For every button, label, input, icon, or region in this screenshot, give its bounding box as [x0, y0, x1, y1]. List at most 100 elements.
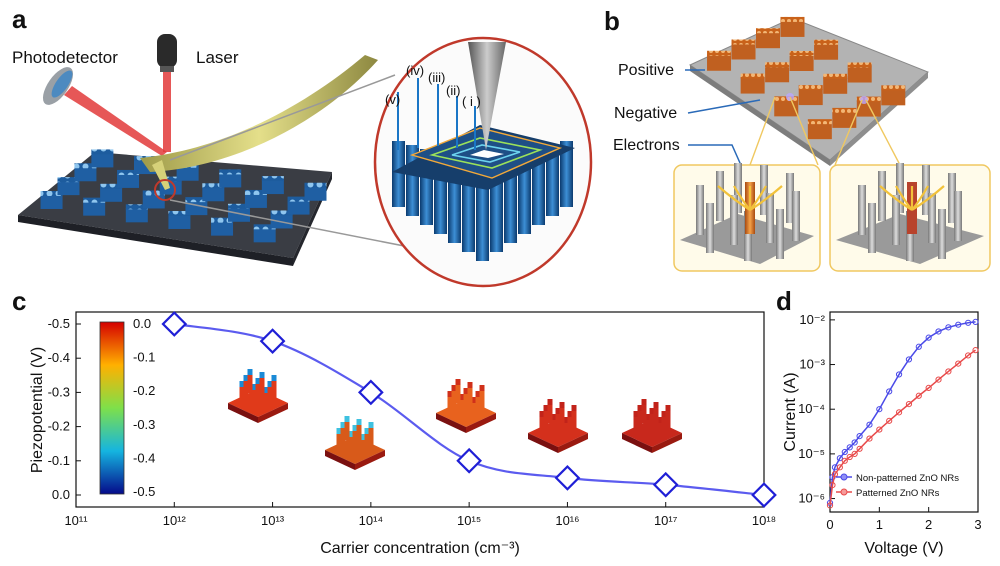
nanorod-block-b: [856, 96, 881, 117]
legend-nonpatterned: Non-patterned ZnO NRs: [856, 473, 959, 484]
simulation-nanorod-array: [325, 416, 385, 470]
plot-c-xtick: 10¹⁵: [457, 513, 481, 528]
plot-c-frame: [75, 311, 765, 508]
gray-nanorod: [892, 195, 900, 245]
zoom-line-top: [169, 74, 396, 161]
ring-label-v: (v): [385, 92, 400, 107]
plot-c-xlabel: Carrier concentration (cm⁻³): [320, 540, 520, 557]
gray-nanorod: [948, 173, 956, 223]
ring-label-ii: (ii): [446, 83, 460, 98]
plot-c-xtick: 10¹⁷: [654, 513, 678, 528]
plot-d-series-line: [829, 321, 976, 503]
positive-label: Positive: [618, 62, 674, 79]
plot-d-point: [915, 392, 922, 399]
plot-c-xtick: 10¹⁶: [555, 513, 579, 528]
colorbar: 0.0-0.1-0.2-0.3-0.4-0.5: [99, 316, 155, 499]
nanorod-block-b: [707, 50, 732, 71]
gray-nanorod: [878, 171, 886, 221]
gray-nanorod: [734, 163, 742, 213]
plot-c-xtick: 10¹¹: [64, 513, 88, 528]
plot-d-point: [905, 356, 913, 363]
electron-arrow: [733, 185, 751, 211]
plot-d-point: [831, 471, 839, 478]
plot-c-point: [357, 379, 384, 406]
plot-d-point: [972, 347, 979, 354]
plot-c-ytick: -0.5: [48, 316, 70, 331]
panel-b: b Positive Negative Electrons: [604, 6, 991, 272]
plot-c-xtick: 10¹²: [163, 513, 187, 528]
electron-arrow: [749, 185, 783, 211]
simulation-nanorod-array: [622, 399, 682, 453]
plot-d-point: [841, 457, 848, 464]
laser-label: Laser: [196, 48, 239, 67]
plot-d-xtick: 3: [974, 517, 981, 532]
zoom-nanorod: [546, 145, 559, 216]
plot-c-point: [652, 471, 679, 498]
nanorod-block-b: [780, 16, 805, 37]
plot-d-point: [925, 384, 932, 391]
nanorod-block-a: [219, 169, 242, 188]
colorbar-tick: -0.3: [133, 417, 155, 432]
plot-c-xtick: 10¹³: [261, 513, 285, 528]
nanorod-block-a: [83, 197, 106, 216]
plot-d-point: [886, 417, 893, 424]
panel-a: a Photodetector Laser: [12, 4, 593, 288]
colorbar-tick: 0.0: [133, 316, 151, 331]
plot-c-ytick: -0.3: [48, 384, 70, 399]
nanorod-block-a: [74, 163, 97, 182]
plot-d-point: [895, 371, 903, 378]
nanorod-block-b: [740, 73, 765, 94]
plot-d-ytick: 10⁻²: [799, 312, 825, 327]
plot-d-point: [866, 435, 873, 442]
electron-arrow: [911, 185, 945, 211]
plot-c-point: [751, 482, 777, 508]
cantilever: [140, 55, 378, 201]
zoom-nanorod: [392, 141, 405, 207]
substrate-a: [18, 149, 332, 266]
plot-d-point: [846, 453, 853, 461]
nanorod-block-b: [814, 39, 839, 60]
nanorod-block-a: [91, 149, 114, 168]
plot-d-point: [895, 409, 903, 416]
gray-nanorod: [706, 203, 714, 253]
nanorod-block-b: [756, 28, 780, 49]
plot-d-point: [851, 439, 858, 446]
plot-d-point: [935, 376, 942, 383]
nanorod-block-a: [57, 177, 80, 196]
simulation-nanorod-array: [436, 379, 496, 433]
nanorod-block-a: [117, 169, 140, 188]
nanorod-block-b: [832, 107, 857, 128]
plot-d-point: [972, 318, 979, 326]
ring-label-iii: (iii): [428, 70, 445, 85]
plot-c-point: [161, 311, 188, 337]
plot-d-xtick: 0: [826, 517, 833, 532]
plot-d-ylabel: Current (A): [782, 372, 799, 451]
plot-c-ytick: -0.1: [48, 453, 70, 468]
ring-label-iv: (iv): [406, 63, 424, 78]
colorbar-tick: -0.2: [133, 383, 155, 398]
legend-patterned: Patterned ZnO NRs: [856, 488, 940, 499]
nanorod-block-a: [304, 182, 327, 201]
zoom-nanorod: [560, 141, 573, 207]
gray-nanorod: [766, 193, 774, 243]
plot-d-ytick: 10⁻³: [799, 357, 825, 372]
nanorod-block-b: [881, 85, 906, 106]
plot-d-point: [945, 368, 952, 375]
panel-label-d: d: [776, 286, 792, 316]
nanorod-block-b: [765, 62, 790, 83]
laser-icon: [157, 34, 177, 72]
plot-d-ytick: 10⁻⁶: [798, 491, 825, 506]
gray-nanorod: [928, 193, 936, 243]
nanorod-block-b: [789, 51, 814, 71]
plot-d-point: [836, 455, 843, 462]
nanorod-block-b: [823, 73, 848, 94]
plot-d-series-line: [829, 349, 976, 506]
nanorod-block-a: [227, 203, 250, 222]
plot-d-point: [836, 464, 843, 471]
plot-d-point: [826, 502, 834, 509]
plot-d-xtick: 2: [925, 517, 932, 532]
gray-nanorod: [744, 211, 752, 261]
